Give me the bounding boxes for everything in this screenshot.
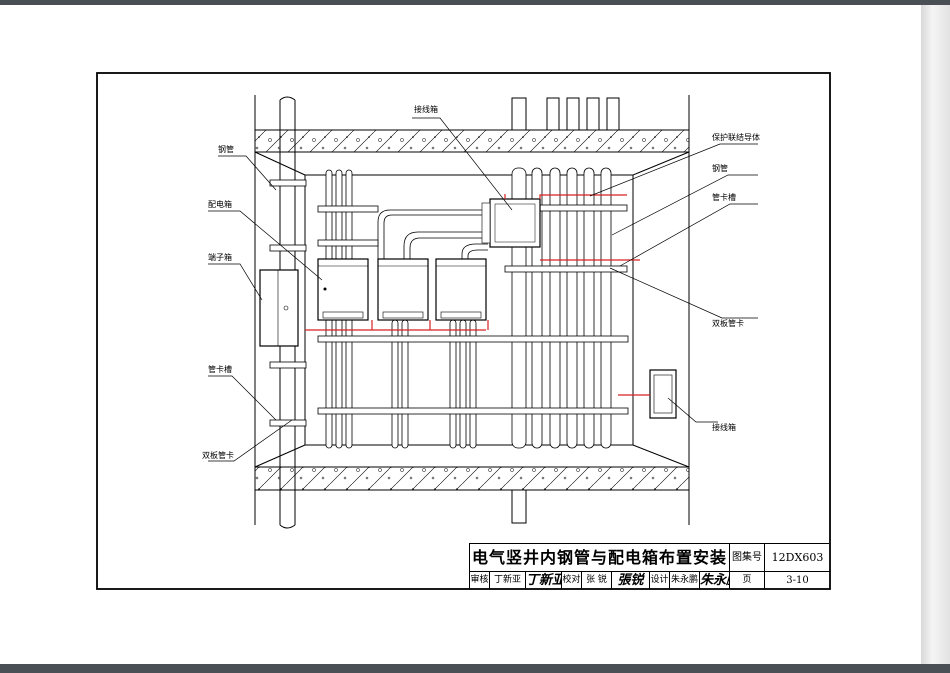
leader-lines bbox=[208, 117, 758, 462]
page-label: 页 bbox=[730, 572, 765, 589]
check-label: 校对 bbox=[562, 572, 582, 589]
drawing-title: 电气竖井内钢管与配电箱布置安装 bbox=[470, 544, 730, 572]
label-steel-pipe-right: 钢管 bbox=[712, 163, 728, 173]
label-terminal-box: 端子箱 bbox=[208, 252, 232, 262]
junction-box-bottom bbox=[649, 369, 677, 419]
label-double-clamp-right: 双板管卡 bbox=[712, 318, 744, 328]
label-steel-pipe-left: 钢管 bbox=[218, 144, 234, 154]
distribution-box-1 bbox=[317, 258, 369, 321]
clamp-bars bbox=[317, 204, 629, 415]
label-protective-conductor: 保护联结导体 bbox=[712, 132, 760, 142]
designer-name: 朱永鹏 bbox=[670, 572, 700, 589]
bent-pipes bbox=[377, 209, 488, 260]
designer-signature: 朱永鹏 bbox=[700, 573, 729, 588]
distribution-box-2 bbox=[377, 258, 429, 321]
reviewer-signature: 丁新亚 bbox=[526, 572, 562, 589]
atlas-number: 12DX603 bbox=[765, 544, 830, 572]
floor-slab bbox=[254, 466, 690, 491]
shaft-walls bbox=[254, 95, 690, 525]
label-junction-box-top: 接线箱 bbox=[414, 104, 438, 114]
reviewer-name: 丁新亚 bbox=[490, 572, 526, 589]
label-clamp-slot-left: 管卡槽 bbox=[208, 364, 232, 374]
design-label: 设计 bbox=[650, 572, 670, 589]
review-label: 审核 bbox=[470, 572, 490, 589]
label-clamp-slot-right: 管卡槽 bbox=[712, 192, 736, 202]
pipe-stubs-top bbox=[511, 97, 620, 131]
label-double-clamp-left: 双板管卡 bbox=[202, 450, 234, 460]
distribution-box-3 bbox=[435, 258, 487, 321]
drawing-frame bbox=[96, 72, 831, 590]
page-number: 3-10 bbox=[786, 575, 809, 586]
terminal-box bbox=[259, 269, 299, 347]
ceiling-slab bbox=[254, 129, 690, 153]
label-junction-box-bottom: 接线箱 bbox=[712, 422, 736, 432]
page-fold-edge bbox=[921, 5, 950, 664]
signature-row: 审核 丁新亚 丁新亚 校对 张 锐 張锐 设计 朱永鹏 朱永鹏 bbox=[470, 572, 730, 589]
pipe-stubs-bottom bbox=[511, 489, 527, 524]
checker-name: 张 锐 bbox=[582, 572, 612, 589]
viewer-top-bar bbox=[0, 0, 950, 5]
viewer-bottom-bar[interactable] bbox=[0, 664, 950, 673]
protective-conductor bbox=[305, 194, 650, 396]
junction-box-top bbox=[481, 198, 541, 248]
label-distribution-box: 配电箱 bbox=[208, 199, 232, 209]
checker-signature: 張锐 bbox=[612, 572, 650, 589]
atlas-label: 图集号 bbox=[730, 544, 765, 572]
title-block: 电气竖井内钢管与配电箱布置安装 图集号 12DX603 审核 丁新亚 丁新亚 校… bbox=[469, 543, 830, 589]
